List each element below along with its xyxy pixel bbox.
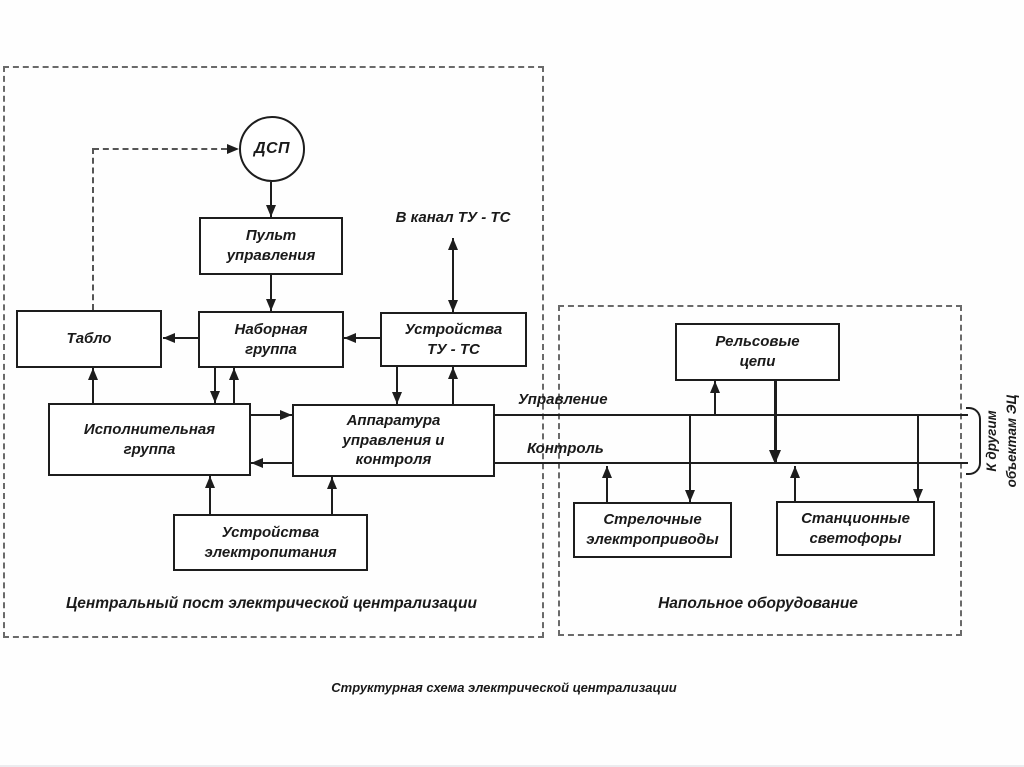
arrow-power-to-apparatus: [331, 477, 333, 514]
arrowhead: [448, 300, 458, 312]
to-other-objects-label: К другим объектам ЭЦ: [984, 394, 1019, 488]
arrow-tu-ts-to-apparatus: [396, 367, 398, 404]
arrowhead: [210, 391, 220, 403]
arrowhead: [769, 450, 781, 464]
control-bus-label: Управление: [518, 391, 608, 408]
field-equipment-section: [558, 305, 962, 636]
arrowhead: [280, 410, 292, 420]
field-equipment-caption: Напольное оборудование: [658, 595, 858, 612]
arrow-rail-circuits-to-bus: [774, 381, 777, 464]
central-post-caption: Центральный пост электрической централиз…: [65, 595, 477, 612]
arrowhead: [602, 466, 612, 478]
arrow-apparatus-to-executive: [251, 462, 292, 464]
arrowhead: [266, 205, 276, 217]
node-rail-circuits: Рельсовые цепи: [675, 323, 840, 381]
bus-brace: [966, 407, 981, 475]
arrowhead: [229, 368, 239, 380]
monitoring-bus-label: Контроль: [527, 440, 604, 457]
arrowhead: [913, 489, 923, 501]
arrowhead: [448, 367, 458, 379]
node-power-supply: Устройства электропитания: [173, 514, 368, 571]
arrowhead: [344, 333, 356, 343]
arrowhead: [88, 368, 98, 380]
diagram-caption: Структурная схема электрической централи…: [331, 680, 677, 695]
monitoring-bus-line: [495, 462, 968, 464]
arrow-tu-ts-channel: [452, 238, 454, 312]
arrow-bus-to-rail-circuits: [714, 381, 716, 416]
arrow-dsp-to-panel: [270, 182, 272, 217]
node-control-panel: Пульт управления: [199, 217, 343, 275]
node-dsp: ДСП: [239, 116, 305, 182]
arrow-power-to-executive: [209, 476, 211, 514]
central-post-section: [3, 66, 544, 638]
arrowhead: [392, 392, 402, 404]
node-tablo: Табло: [16, 310, 162, 368]
arrow-tu-ts-to-set-group: [344, 337, 380, 339]
node-tu-ts-devices: Устройства ТУ - ТС: [380, 312, 527, 367]
page-bottom-edge: [0, 765, 1024, 767]
arrow-executive-to-set-group: [233, 368, 235, 403]
node-station-signals: Станционные светофоры: [776, 501, 935, 556]
to-channel-label: В канал ТУ - ТС: [395, 209, 511, 226]
arrow-executive-to-apparatus: [251, 414, 292, 416]
arrow-set-group-to-executive: [214, 368, 216, 403]
arrow-bus-to-station-signals: [917, 416, 919, 501]
dashed-feedback-vertical: [92, 148, 94, 310]
arrow-panel-to-set-group: [270, 275, 272, 311]
arrow-station-signals-to-bus: [794, 466, 796, 502]
arrowhead: [205, 476, 215, 488]
arrow-switch-drives-to-bus: [606, 466, 608, 502]
control-bus-line: [495, 414, 968, 416]
node-control-apparatus: Аппаратура управления и контроля: [292, 404, 495, 477]
arrowhead: [790, 466, 800, 478]
arrow-bus-to-switch-drives: [689, 416, 691, 502]
node-switch-drives: Стрелочные электроприводы: [573, 502, 732, 558]
node-executive-group: Исполнительная группа: [48, 403, 251, 476]
arrow-apparatus-to-tu-ts: [452, 367, 454, 404]
arrowhead: [685, 490, 695, 502]
node-set-group: Наборная группа: [198, 311, 344, 368]
arrowhead: [163, 333, 175, 343]
arrow-executive-to-tablo: [92, 368, 94, 403]
arrow-set-group-to-tablo: [163, 337, 198, 339]
dashed-feedback-horizontal: [93, 148, 227, 150]
arrowhead: [448, 238, 458, 250]
arrowhead: [710, 381, 720, 393]
arrowhead: [251, 458, 263, 468]
arrowhead: [227, 144, 239, 154]
arrowhead: [327, 477, 337, 489]
arrowhead: [266, 299, 276, 311]
